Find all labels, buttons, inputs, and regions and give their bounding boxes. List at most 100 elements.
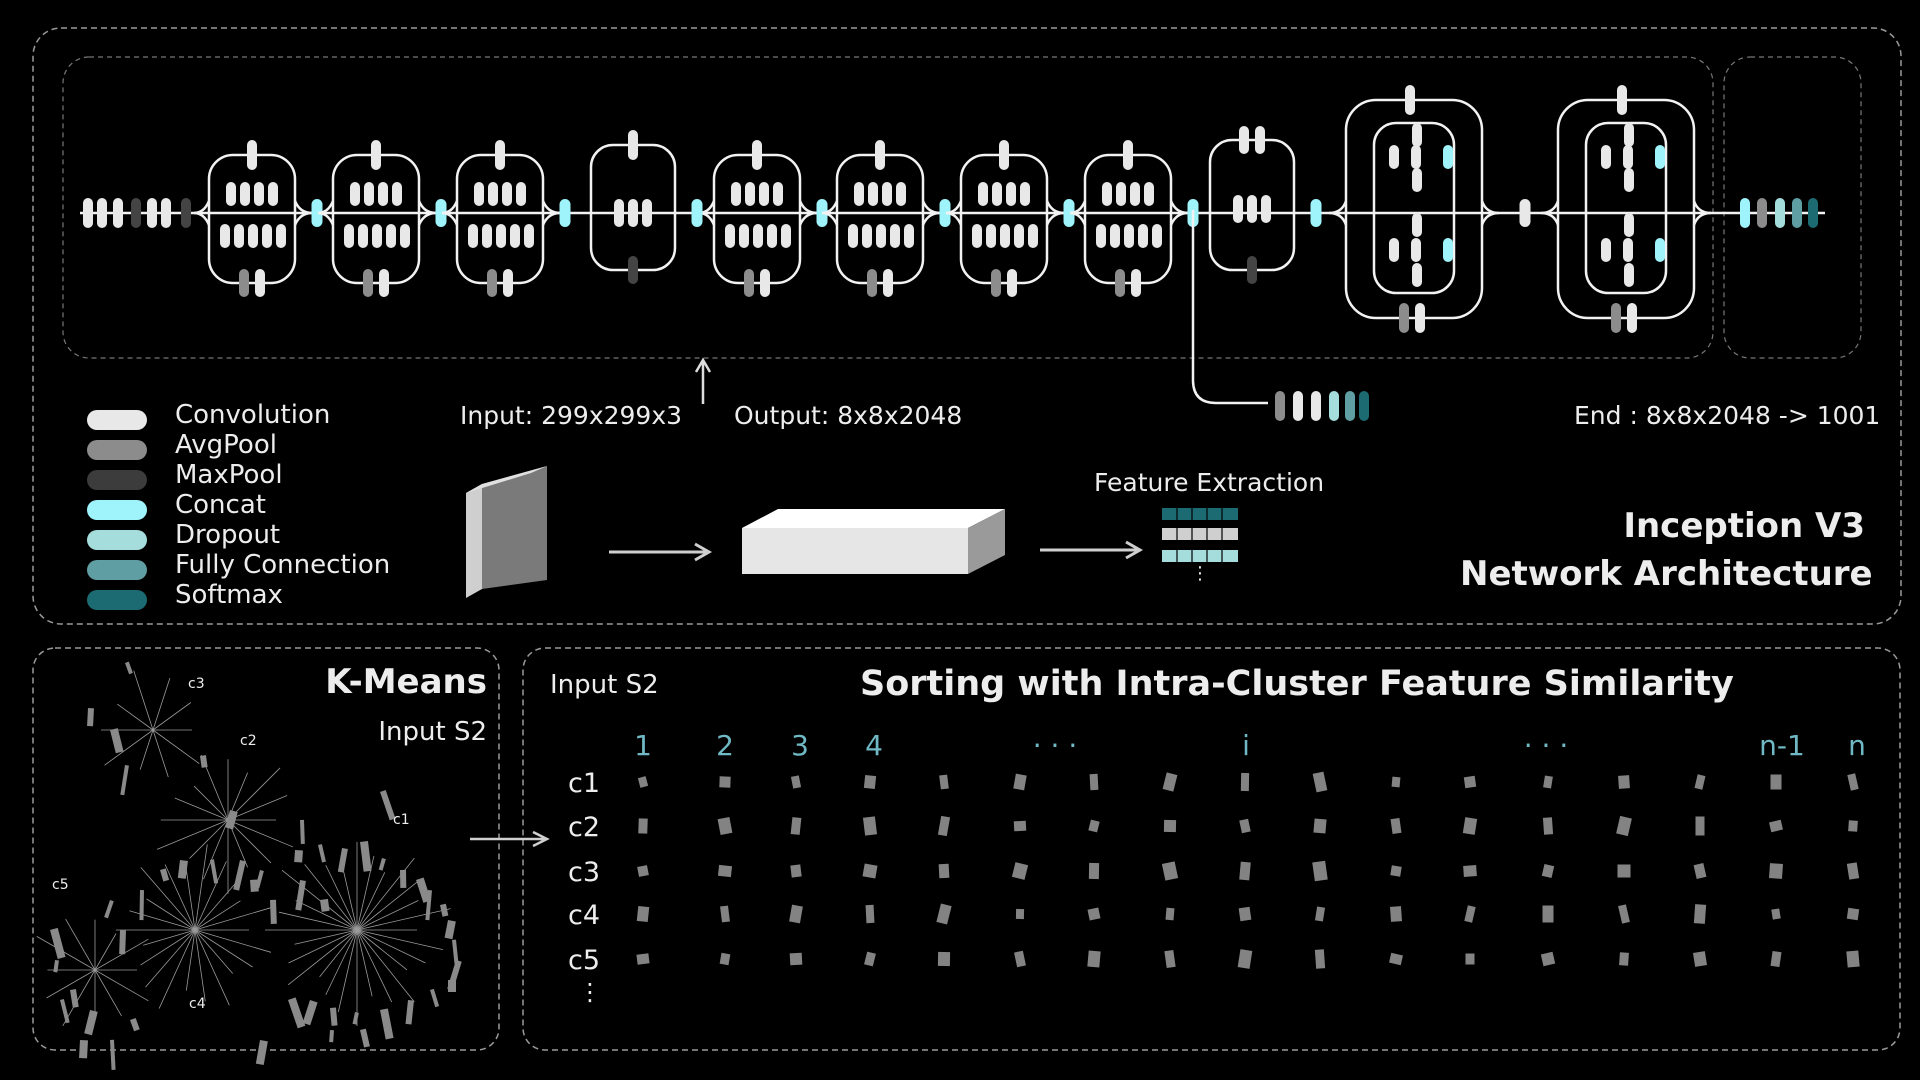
legend-label-dropout: Dropout: [175, 520, 281, 550]
cluster-thumbnail: [1089, 773, 1099, 791]
layer-node: [1792, 198, 1802, 228]
cluster-thumbnail: [1161, 861, 1179, 881]
cluster-thumbnail: [1088, 862, 1100, 880]
layer-node: [1233, 195, 1243, 223]
cluster-thumbnail: [1848, 820, 1858, 832]
layer-node: [248, 224, 258, 248]
layer-node: [628, 256, 638, 284]
layer-node: [226, 182, 236, 206]
legend-swatch: [87, 410, 147, 430]
layer-node: [1293, 391, 1303, 421]
row-label: c3: [568, 857, 601, 888]
layer-node: [896, 182, 906, 206]
layer-node: [1443, 145, 1453, 169]
layer-node: [1443, 238, 1453, 262]
legend-label-softmax: Softmax: [175, 580, 283, 610]
input-volume-shape: [466, 466, 547, 598]
network-title-line1: Inception V3: [1623, 506, 1865, 546]
layer-node: [1624, 123, 1634, 147]
layer-node: [883, 269, 893, 297]
feature-extraction-label: Feature Extraction: [1094, 468, 1325, 497]
layer-node: [767, 224, 777, 248]
cluster-thumbnail: [637, 865, 649, 877]
cluster-thumbnail: [717, 817, 733, 835]
cluster-thumbnail: [1619, 952, 1629, 966]
cluster-thumbnail: [937, 951, 951, 967]
layer-node: [752, 140, 762, 170]
data-point: [379, 790, 396, 821]
layer-node: [1014, 224, 1024, 248]
cluster-thumbnail: [790, 775, 802, 789]
data-point: [209, 859, 219, 884]
data-point: [130, 1017, 140, 1032]
legend-swatch: [87, 440, 147, 460]
cluster-thumbnail: [1463, 865, 1477, 877]
layer-node: [372, 224, 382, 248]
layer-node: [972, 224, 982, 248]
layer-node: [482, 224, 492, 248]
cluster-thumbnail: [719, 952, 731, 966]
layer-node: [1757, 198, 1767, 228]
layer-node: [262, 224, 272, 248]
cluster-thumbnail: [1692, 951, 1708, 967]
layer-node: [1000, 224, 1010, 248]
cluster-thumbnail: [1313, 818, 1327, 834]
layer-node: [131, 198, 141, 228]
cluster-thumbnail: [1314, 906, 1326, 922]
layer-node: [1411, 145, 1421, 169]
data-point: [415, 877, 432, 903]
data-point: [84, 1010, 98, 1036]
data-point: [452, 939, 459, 964]
data-point: [430, 988, 440, 1008]
layer-node: [868, 182, 878, 206]
layer-node: [113, 198, 123, 228]
layer-node: [1130, 182, 1140, 206]
cluster-thumbnail: [638, 818, 648, 834]
layer-node: [614, 199, 624, 227]
data-point: [139, 890, 144, 921]
cluster-thumbnail: [1165, 907, 1175, 921]
layer-node: [1617, 85, 1627, 115]
data-point: [329, 1030, 334, 1043]
layer-node: [773, 182, 783, 206]
layer-node: [725, 224, 735, 248]
layer-node: [731, 182, 741, 206]
cluster-thumbnail: [1390, 865, 1402, 877]
layer-node: [503, 269, 513, 297]
inception-block: [821, 140, 941, 297]
cluster-label-c1: c1: [393, 812, 410, 828]
data-point: [405, 1000, 414, 1025]
column-header: · · ·: [1032, 729, 1078, 762]
cluster-thumbnail: [1618, 904, 1630, 924]
cluster-thumbnail: [1164, 949, 1176, 969]
layer-node: [753, 224, 763, 248]
legend-labels: Convolution AvgPool MaxPool Concat Dropo…: [175, 400, 390, 610]
cluster-thumbnail: [789, 904, 803, 924]
kmeans-title: K-Means: [325, 662, 487, 702]
column-header: n-1: [1759, 729, 1805, 762]
layer-node: [1255, 126, 1265, 154]
layer-node: [254, 182, 264, 206]
layer-node: [744, 269, 754, 297]
layer-node: [759, 182, 769, 206]
cluster-thumbnail: [862, 816, 878, 836]
layer-node: [161, 198, 171, 228]
cluster-thumbnail: [1770, 774, 1782, 790]
cluster-thumbnail: [1237, 949, 1253, 969]
data-point: [53, 960, 59, 973]
cluster-thumbnail: [1846, 862, 1860, 880]
layer-node: [502, 182, 512, 206]
cluster-thumbnail: [1695, 816, 1705, 836]
cluster-thumbnail: [938, 863, 950, 879]
data-point: [380, 1008, 394, 1040]
cluster-thumbnail: [1015, 908, 1025, 920]
layer-node: [1601, 238, 1611, 262]
data-point: [233, 859, 246, 891]
layer-node: [876, 224, 886, 248]
cluster-thumbnail: [1769, 819, 1783, 833]
cluster-thumbnail: [1391, 776, 1401, 788]
data-point: [318, 844, 326, 863]
cluster-thumbnail: [1540, 951, 1556, 967]
data-point: [378, 858, 386, 871]
cluster-thumbnail: [1087, 950, 1101, 968]
